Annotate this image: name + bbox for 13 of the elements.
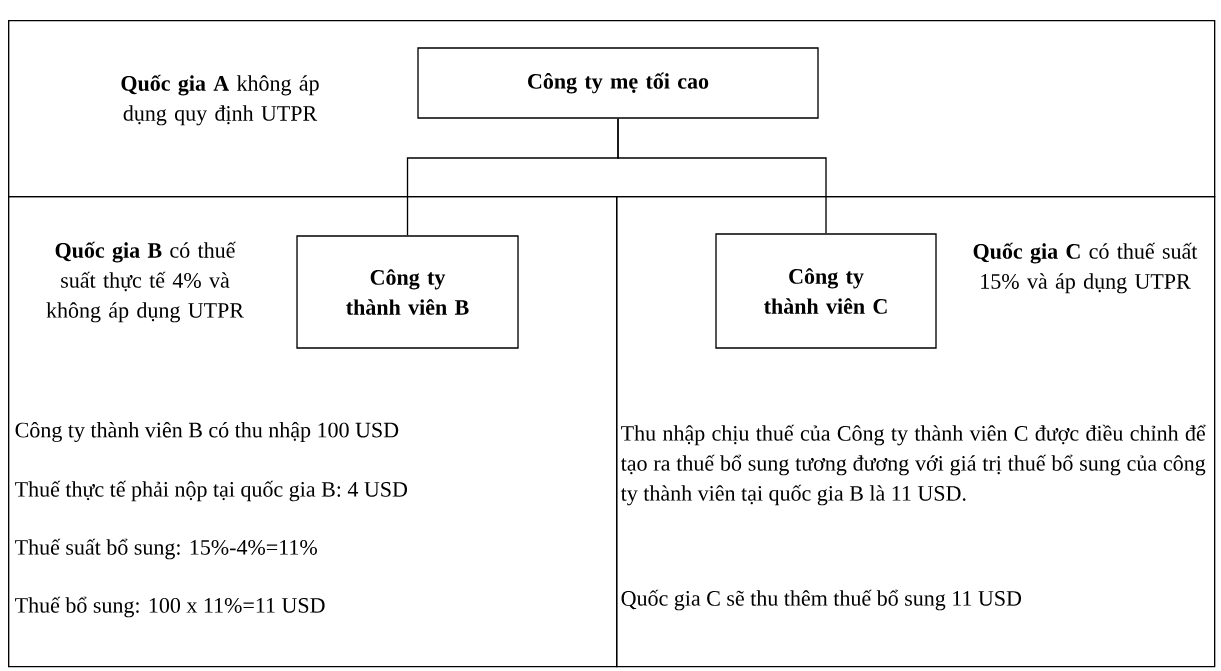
company-box: Công ty mẹ tối cao bbox=[417, 47, 819, 119]
connector-line bbox=[617, 118, 827, 234]
calculation-text: Thuế suất bổ sung: 15%-4%=11% bbox=[15, 538, 317, 560]
calculation-text: Quốc gia C sẽ thu thêm thuế bổ sung 11 USD bbox=[621, 589, 1022, 611]
calculation-text: Thuế thực tế phải nộp tại quốc gia B: 4 USD bbox=[15, 480, 408, 502]
country-note: Quốc gia C có thuế suất 15% và áp dụng UTPR bbox=[973, 242, 1198, 294]
calculation-text: Công ty thành viên B có thu nhập 100 USD bbox=[15, 421, 399, 442]
country-note: Quốc gia A không áp dụng quy định UTPR bbox=[121, 74, 319, 126]
company-box: Công ty thành viên B bbox=[296, 235, 519, 349]
country-note: Quốc gia B có thuế suất thực tế 4% và không áp dụng UTPR bbox=[46, 241, 244, 323]
calculation-text: Thu nhập chịu thuế của Công ty thành viên C được điều chỉnh để tạo ra thuế bổ sung tương đương với giá trị thuế bổ sung của công ty thành viên tại quốc gia B là 11 USD. bbox=[620, 424, 1206, 506]
calculation-text: Thuế bổ sung: 100 x 11%=11 USD bbox=[15, 596, 325, 618]
company-box: Công ty thành viên C bbox=[715, 233, 937, 349]
